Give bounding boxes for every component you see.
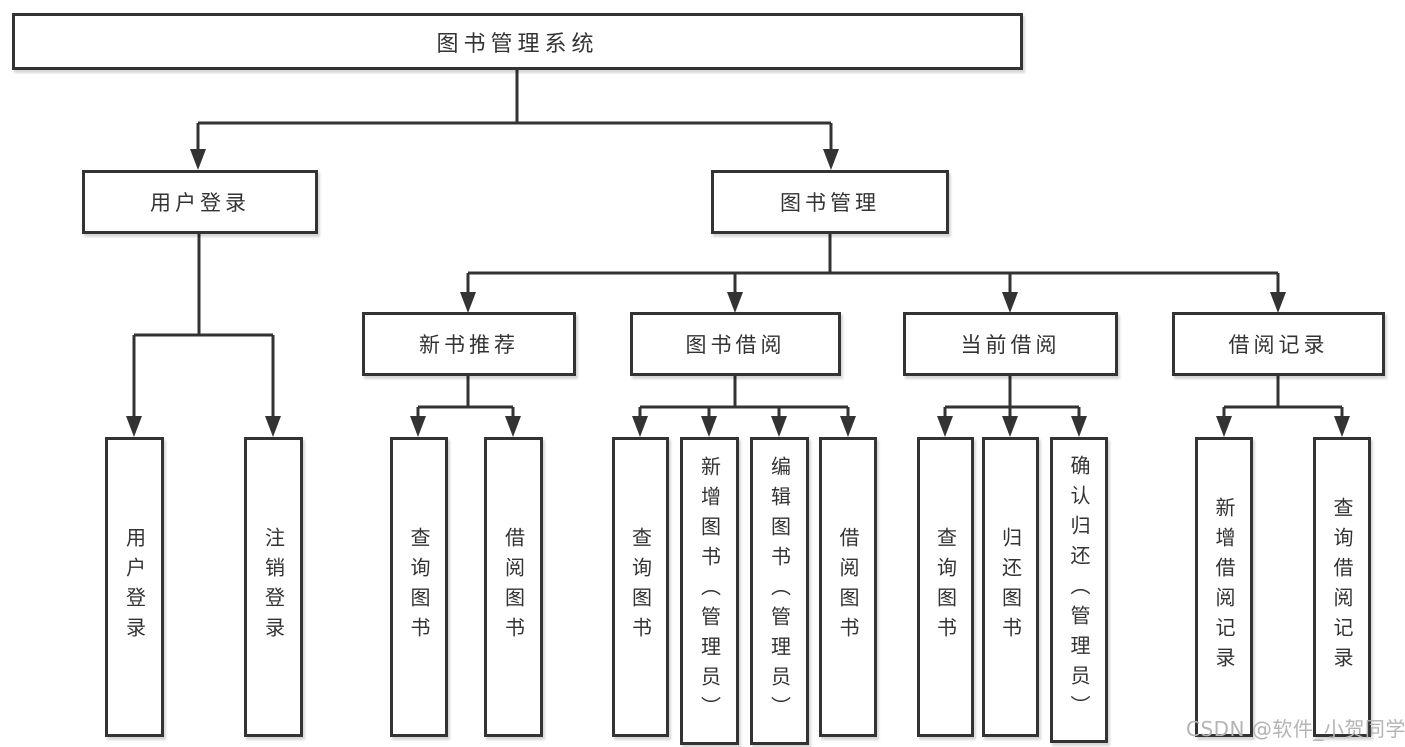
leaf-borrow-books: 借阅图书 [819,437,877,737]
leaf-query-books-current: 查询图书 [917,437,974,737]
node-label: 归还图书 [998,527,1023,647]
connector-path [466,233,1280,301]
arrowhead-icon [840,416,856,437]
connector-branch [126,233,281,437]
arrowhead-icon [460,292,476,313]
node-label: 查询图书 [407,527,431,647]
leaf-borrow-books-recommend: 借阅图书 [484,437,543,737]
arrowhead-icon [265,416,281,437]
arrowhead-icon [1334,416,1350,437]
node-label: 查询图书 [933,527,958,647]
connector-path [1222,375,1344,425]
arrowhead-icon [1071,416,1087,437]
node-user-login: 用户登录 [82,170,318,234]
leaf-user-login: 用户登录 [105,437,164,737]
connector-branch [460,233,1286,313]
node-label: 借阅记录 [1228,333,1329,357]
csdn-watermark: CSDN @软件_小贺同学 [1186,717,1405,741]
connector-branch [410,375,521,437]
leaf-query-books-borrow: 查询图书 [612,437,669,737]
node-label: 图书管理系统 [436,31,599,57]
connector-path [132,233,275,425]
leaf-confirm-return-admin: 确认归还（管理员） [1050,437,1108,743]
arrowhead-icon [1216,416,1232,437]
connector-path [638,375,850,425]
leaf-return-books: 归还图书 [982,437,1039,737]
arrowhead-icon [727,292,743,313]
node-label: 新书推荐 [419,333,519,357]
connector-branch [937,375,1087,437]
node-label: 编辑图书（管理员） [767,456,792,726]
node-library-system: 图书管理系统 [12,13,1023,70]
connector-branch [1216,375,1350,437]
connector-path [196,69,833,158]
connector-path [416,375,515,425]
arrowhead-icon [937,416,953,437]
leaf-add-borrow-record: 新增借阅记录 [1195,437,1253,737]
node-label: 查询借阅记录 [1330,497,1354,677]
node-label: 借阅图书 [836,527,860,647]
node-label: 当前借阅 [960,333,1061,357]
node-label: 注销登录 [261,527,286,647]
node-label: 用户登录 [122,527,147,647]
leaf-add-book-admin: 新增图书（管理员） [680,437,739,745]
node-label: 图书借阅 [685,333,786,357]
arrowhead-icon [701,416,717,437]
node-borrowing-records: 借阅记录 [1172,312,1385,376]
leaf-edit-book-admin: 编辑图书（管理员） [750,437,809,745]
leaf-query-borrow-record: 查询借阅记录 [1313,437,1371,737]
node-book-borrowing: 图书借阅 [630,312,841,376]
node-label: 新增图书（管理员） [697,456,722,726]
arrowhead-icon [410,416,426,437]
node-label: 新增借阅记录 [1212,497,1236,677]
node-label: 借阅图书 [501,527,526,647]
arrowhead-icon [126,416,142,437]
arrowhead-icon [505,416,521,437]
connector-branch [632,375,856,437]
node-label: 用户登录 [150,191,250,215]
arrowhead-icon [771,416,787,437]
node-new-book-recommendation: 新书推荐 [362,312,576,376]
arrowhead-icon [1002,416,1018,437]
node-label: 图书管理 [780,191,880,215]
node-book-management: 图书管理 [711,170,949,234]
node-current-borrowing: 当前借阅 [903,312,1118,376]
arrowhead-icon [1270,292,1286,313]
leaf-logout: 注销登录 [244,437,303,737]
node-label: 查询图书 [628,527,653,647]
connector-branch [190,69,839,170]
arrowhead-icon [190,149,206,170]
leaf-query-books-recommend: 查询图书 [390,437,448,737]
node-label: 确认归还（管理员） [1067,455,1091,725]
arrowhead-icon [632,416,648,437]
arrowhead-icon [1002,292,1018,313]
arrowhead-icon [823,149,839,170]
